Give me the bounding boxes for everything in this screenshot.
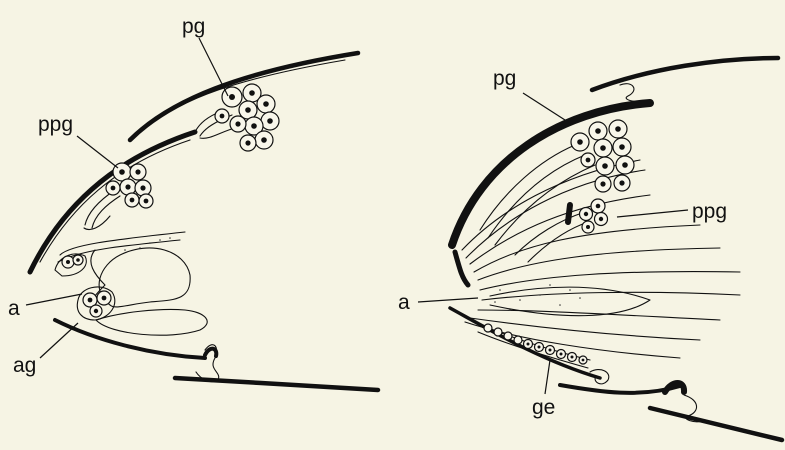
right-pg-cluster [571, 120, 634, 192]
left-ag-leader [40, 323, 78, 358]
left-stipple [124, 237, 171, 251]
left-a-leader [26, 294, 82, 305]
left-a-label: a [8, 297, 20, 320]
right-ppg-cluster [580, 199, 608, 233]
right-a-leader [418, 298, 478, 302]
right-ppg-leader [617, 210, 688, 217]
left-ppg-label: ppg [38, 113, 73, 136]
right-ge-leader [545, 360, 550, 394]
left-ag-cluster [77, 287, 115, 320]
right-diagram: pg ppg a ge [398, 58, 782, 440]
right-ppg-label: ppg [692, 200, 727, 223]
right-ge-label: ge [532, 396, 555, 419]
left-pg-cluster [215, 84, 279, 151]
right-pg-leader [523, 93, 565, 120]
right-a-label: a [398, 291, 410, 314]
left-pg-label: pg [182, 15, 205, 38]
right-lower-cuticle [560, 385, 680, 393]
left-lower-cuticle [55, 320, 205, 358]
left-ag-label: ag [13, 354, 36, 377]
right-ge-row [475, 322, 590, 368]
left-ppg-leader [77, 136, 118, 168]
left-diagram: pg ppg a ag [8, 15, 378, 390]
left-inner-lobe [99, 248, 190, 307]
right-bottom-cuticle [650, 408, 782, 440]
left-small-gland [62, 255, 83, 268]
right-pg-label: pg [493, 67, 516, 90]
left-middle-cuticle [30, 132, 195, 272]
